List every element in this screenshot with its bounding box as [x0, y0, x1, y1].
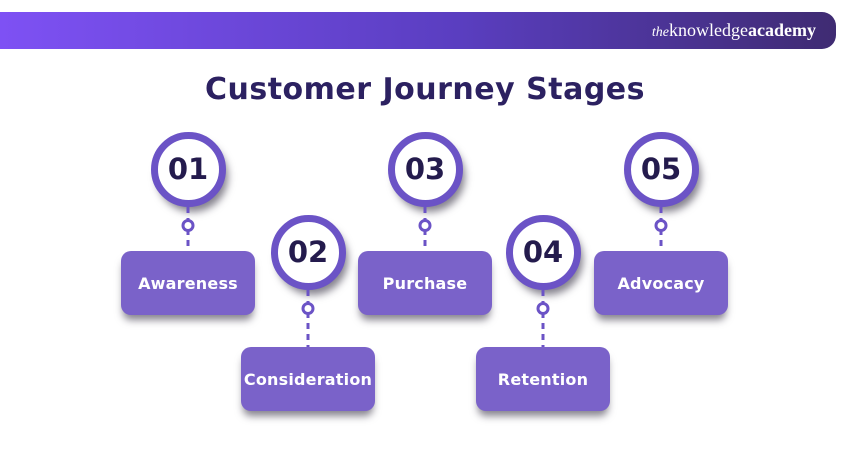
stage-purchase: 03 Purchase — [358, 132, 492, 315]
stage-number-circle: 04 — [505, 215, 581, 290]
stage-advocacy: 05 Advocacy — [594, 132, 728, 315]
stage-number-circle: 05 — [623, 132, 699, 207]
ring-node-icon — [181, 219, 195, 232]
header-bar: theknowledgeacademy — [0, 12, 836, 49]
stage-connector — [121, 207, 255, 251]
stage-label: Consideration — [243, 369, 373, 389]
stage-label-box: Consideration — [241, 347, 375, 411]
stage-label-box: Advocacy — [594, 251, 728, 315]
stage-label-box: Purchase — [358, 251, 492, 315]
stage-connector — [358, 207, 492, 251]
stage-connector — [241, 290, 375, 347]
logo-word-knowledge: knowledge — [669, 20, 749, 40]
stage-number: 02 — [287, 235, 329, 269]
stage-label: Purchase — [382, 273, 468, 293]
logo-word-academy: academy — [748, 20, 816, 40]
ring-node-icon — [536, 302, 550, 315]
stage-number-circle: 03 — [387, 132, 463, 207]
stage-consideration: 02 Consideration — [241, 215, 375, 411]
stage-number-circle: 02 — [270, 215, 346, 290]
stage-label: Awareness — [138, 273, 238, 293]
stage-label-box: Awareness — [121, 251, 255, 315]
stage-awareness: 01 Awareness — [121, 132, 255, 315]
page-title: Customer Journey Stages — [204, 72, 646, 107]
stage-number-circle: 01 — [150, 132, 226, 207]
brand-logo: theknowledgeacademy — [652, 21, 816, 40]
logo-prefix: the — [651, 25, 670, 40]
ring-node-icon — [301, 302, 315, 315]
stage-connector — [476, 290, 610, 347]
stage-number: 05 — [640, 152, 682, 186]
stage-label: Advocacy — [617, 273, 705, 293]
stage-retention: 04 Retention — [476, 215, 610, 411]
dashed-line — [306, 290, 310, 347]
stage-connector — [594, 207, 728, 251]
stage-label-box: Retention — [476, 347, 610, 411]
stage-number: 03 — [404, 152, 446, 186]
stage-number: 04 — [522, 235, 564, 269]
stage-number: 01 — [167, 152, 209, 186]
ring-node-icon — [418, 219, 432, 232]
dashed-line — [541, 290, 545, 347]
ring-node-icon — [654, 219, 668, 232]
stage-label: Retention — [497, 369, 589, 389]
